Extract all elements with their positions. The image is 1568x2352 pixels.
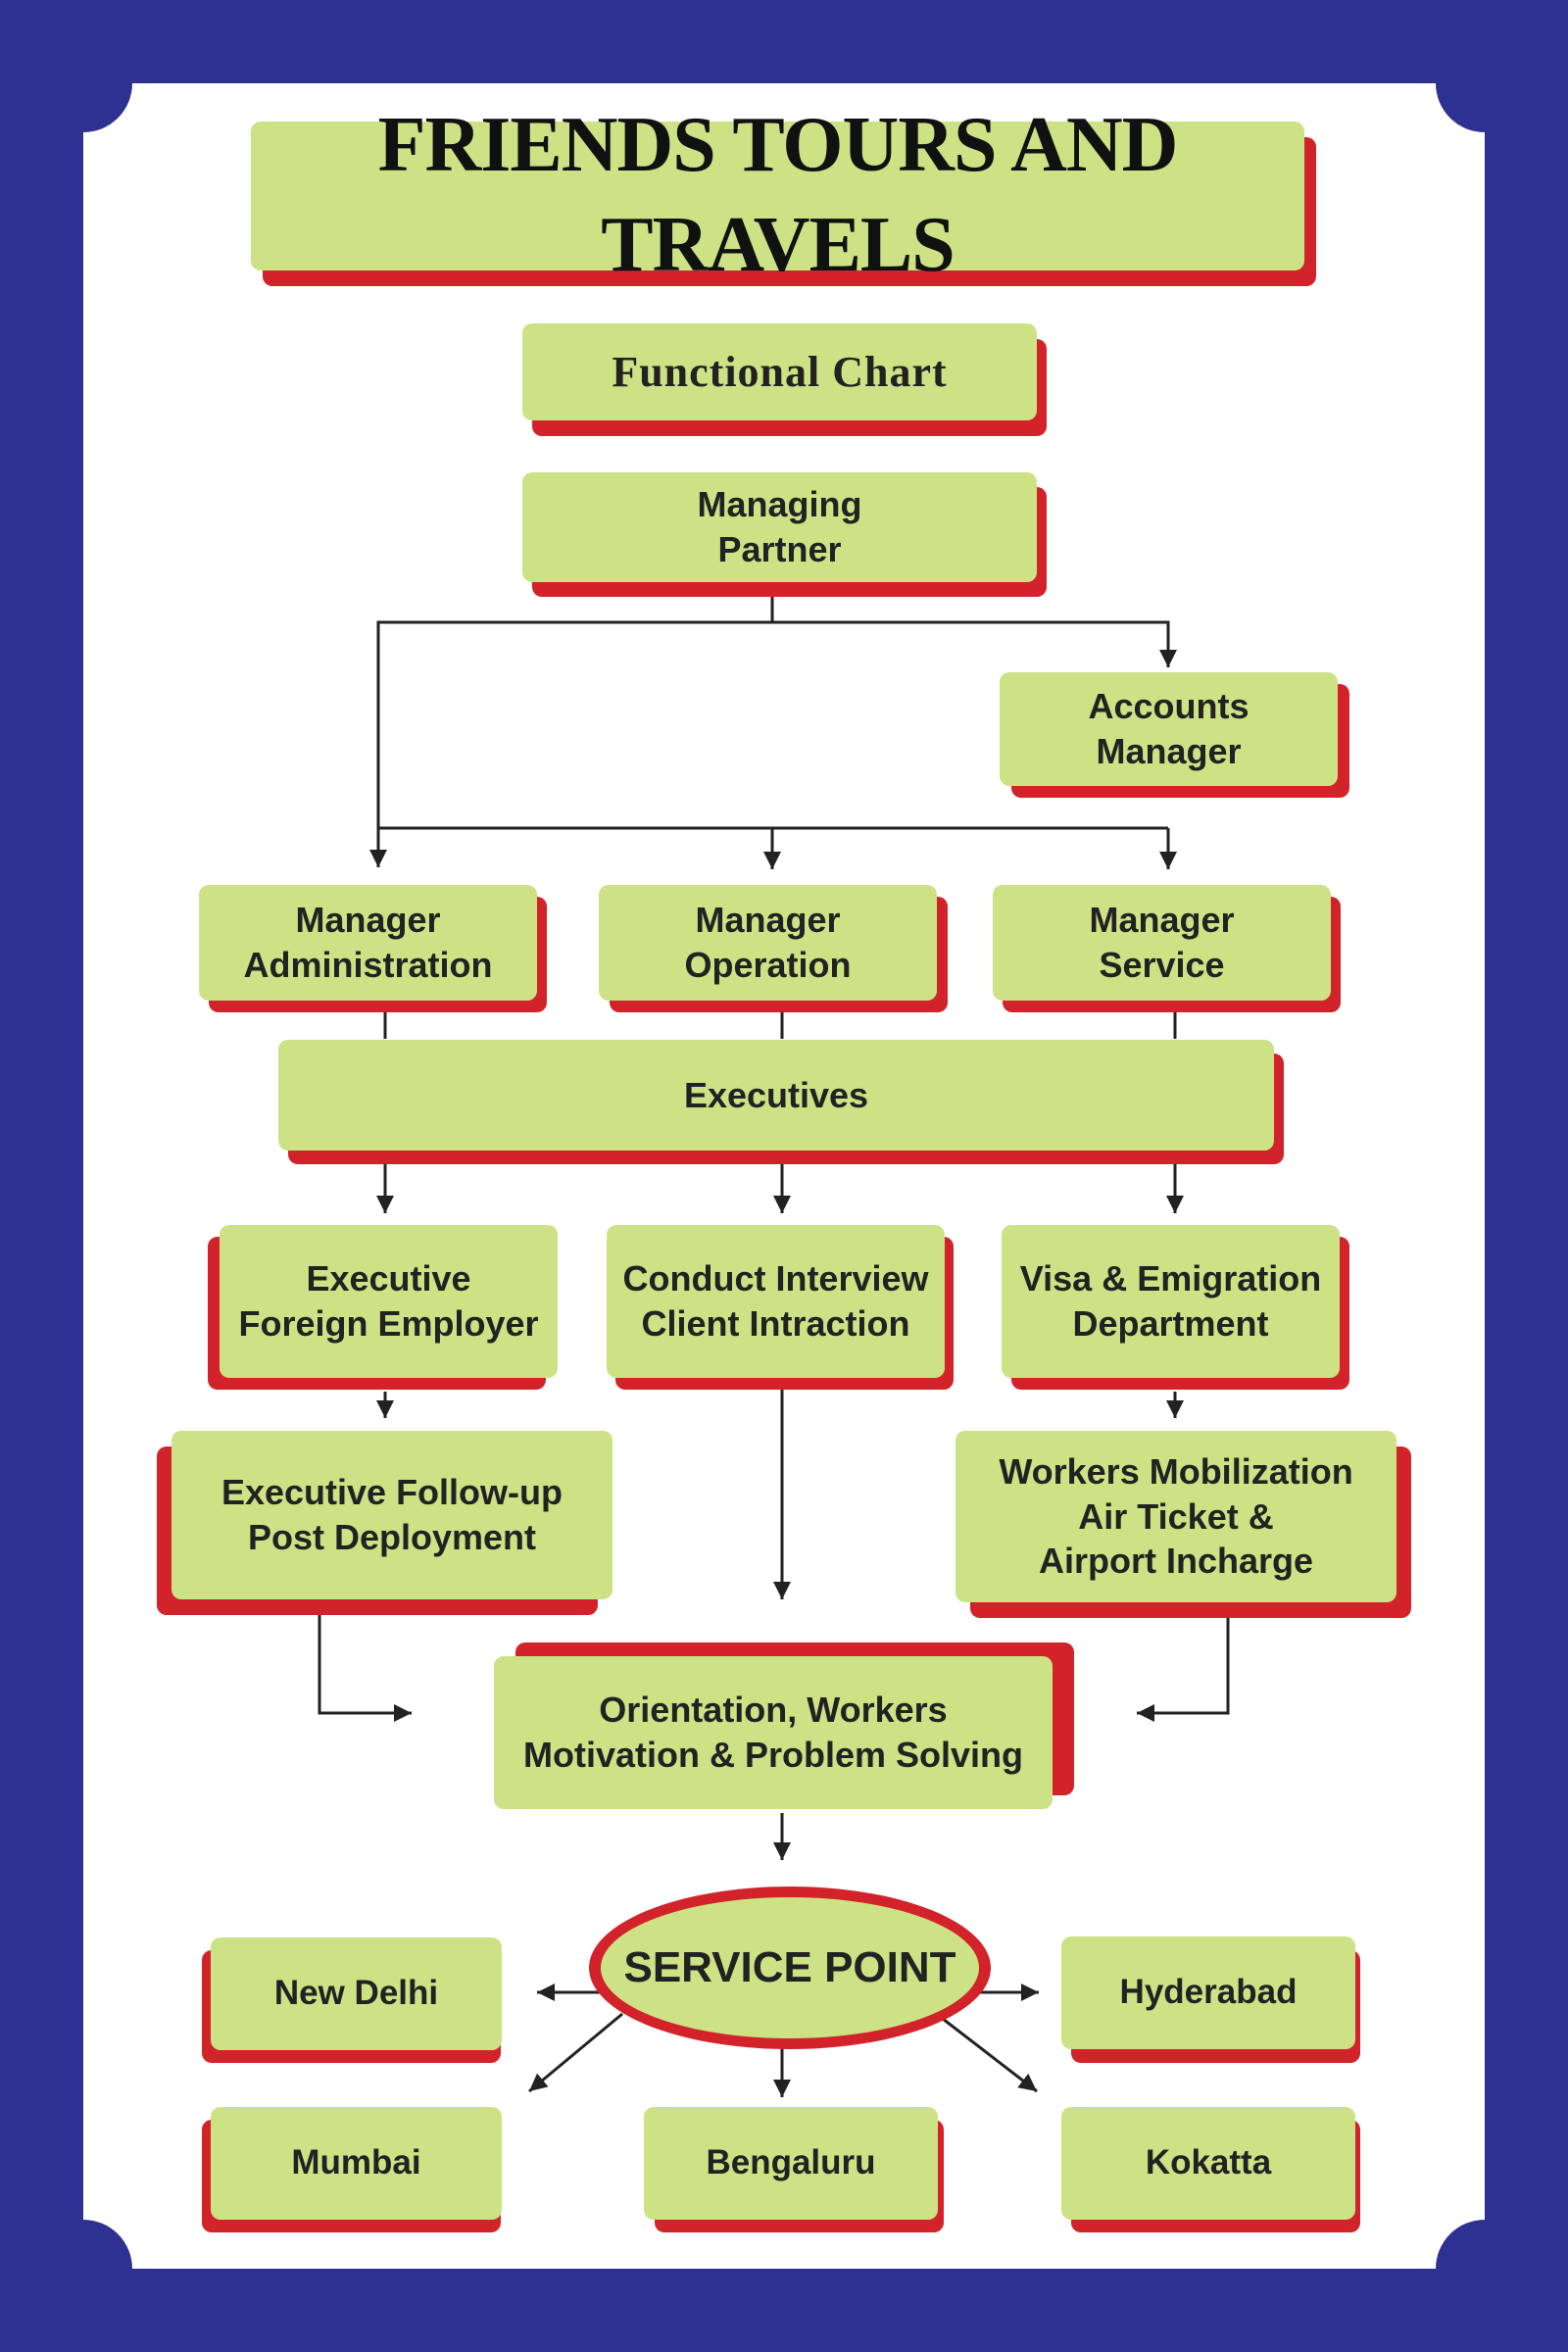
location-hyderabad: Hyderabad — [1061, 1936, 1355, 2049]
node-executive-followup: Executive Follow-up Post Deployment — [172, 1431, 612, 1599]
frame-corner-bottom-left — [34, 2220, 132, 2318]
connector-workers-orientation — [1137, 1617, 1230, 1722]
node-workers-mobilization: Workers Mobilization Air Ticket & Airpor… — [956, 1431, 1396, 1602]
node-manager-operation: Manager Operation — [599, 885, 937, 1001]
node-executives: Executives — [278, 1040, 1274, 1151]
node-managing-partner: Managing Partner — [522, 472, 1037, 582]
connector-to-kolkata — [942, 2017, 1038, 2093]
node-conduct-interview: Conduct Interview Client Intraction — [607, 1225, 945, 1378]
node-orientation: Orientation, Workers Motivation & Proble… — [494, 1656, 1053, 1809]
node-manager-administration: Manager Administration — [199, 885, 537, 1001]
connector-to-mumbai — [528, 2012, 623, 2093]
node-visa-emigration: Visa & Emigration Department — [1002, 1225, 1340, 1378]
connector-partner-split — [369, 596, 774, 867]
chart-subtitle: Functional Chart — [522, 323, 1037, 420]
frame-corner-top-right — [1436, 34, 1534, 132]
service-point-ellipse — [589, 1886, 991, 2049]
connector-followup-orientation — [318, 1615, 412, 1722]
location-bengaluru: Bengaluru — [644, 2107, 938, 2220]
node-manager-service: Manager Service — [993, 885, 1331, 1001]
poster-title: FRIENDS TOURS AND TRAVELS — [251, 102, 1304, 288]
node-service-point: SERVICE POINT — [623, 1943, 956, 1991]
location-kolkata: Kokatta — [1061, 2107, 1355, 2220]
location-mumbai: Mumbai — [211, 2107, 502, 2220]
frame-corner-top-left — [34, 34, 132, 132]
node-executive-foreign-employer: Executive Foreign Employer — [220, 1225, 558, 1378]
connector-to-accounts — [772, 620, 1177, 667]
location-new-delhi: New Delhi — [211, 1937, 502, 2050]
frame-corner-bottom-right — [1436, 2220, 1534, 2318]
node-accounts-manager: Accounts Manager — [1000, 672, 1338, 786]
